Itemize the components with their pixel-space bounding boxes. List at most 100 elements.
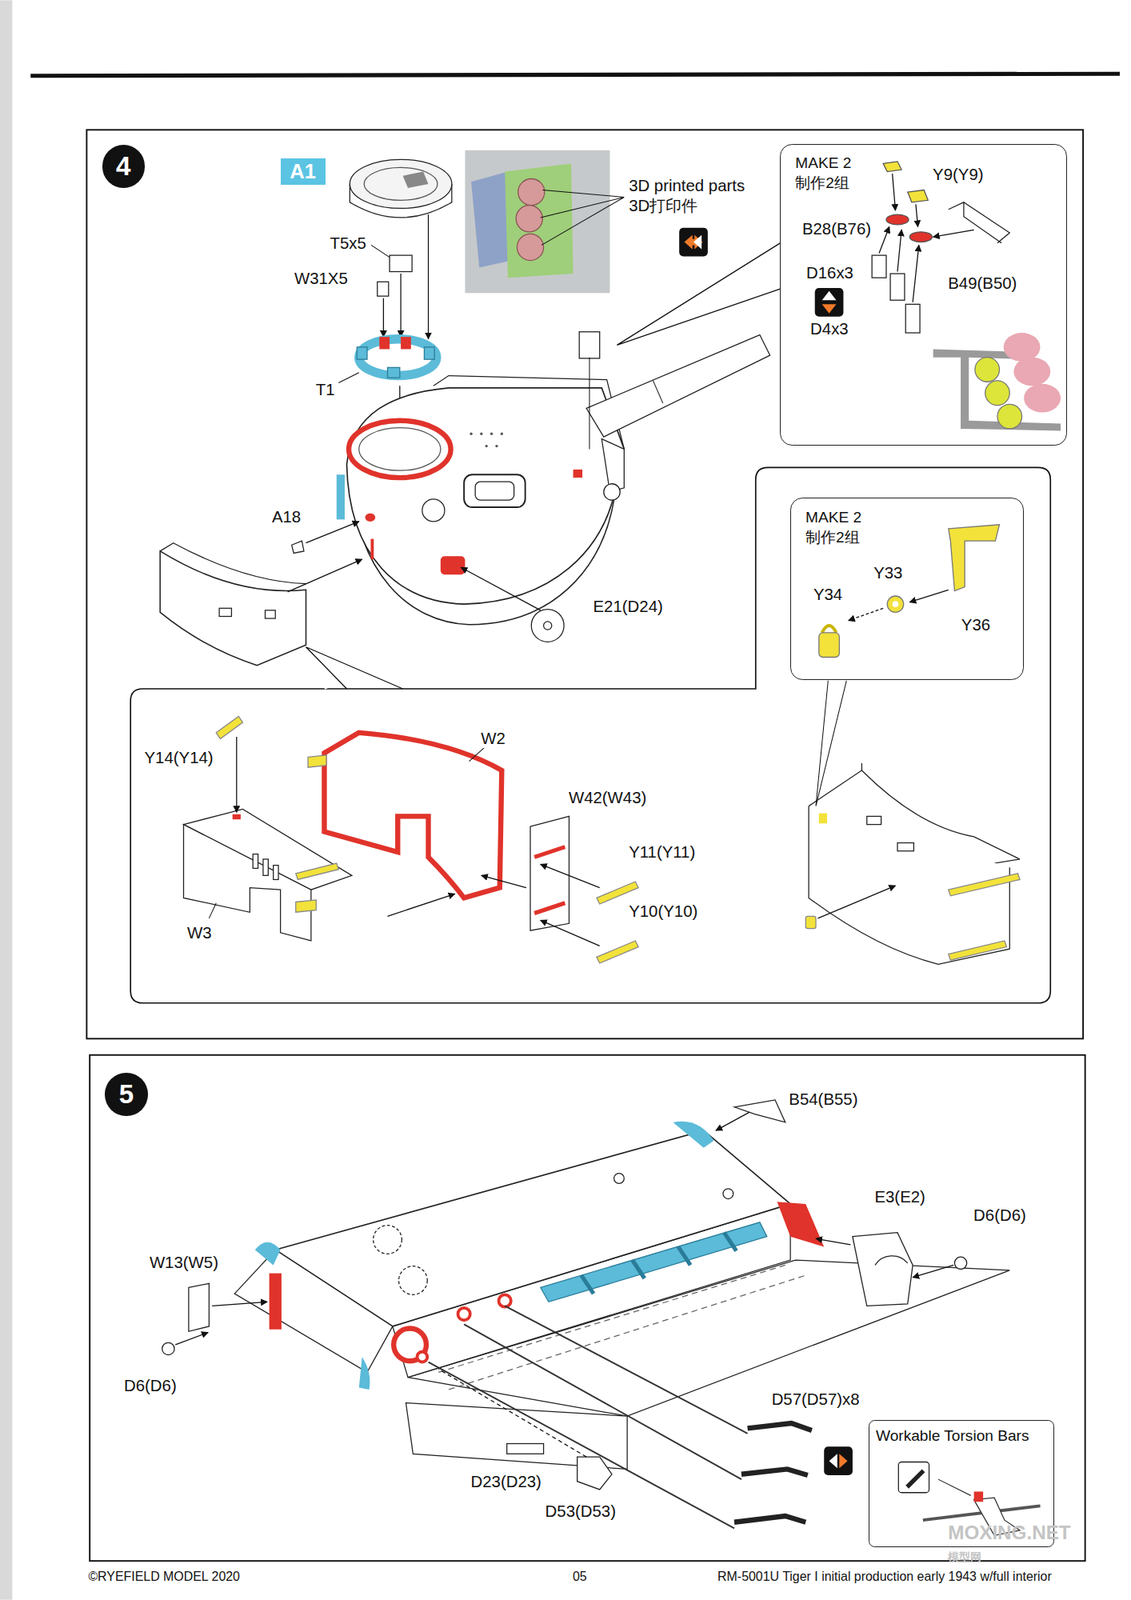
part-label: B28(B76) <box>800 219 873 239</box>
drawing-rect <box>573 469 583 478</box>
drawing-ellipse <box>349 159 452 208</box>
node-text: MAKE 2 <box>795 153 1052 174</box>
drawing-line <box>879 226 890 253</box>
drawing-path <box>359 1356 371 1390</box>
drawing-polygon <box>307 755 327 768</box>
drawing-rect <box>440 555 466 575</box>
drawing-rect <box>379 336 390 349</box>
drawing-line <box>438 1368 587 1457</box>
drawing-rect <box>475 481 514 500</box>
drawing-ellipse <box>886 214 909 225</box>
drawing-rect <box>579 331 600 359</box>
drawing-line <box>534 903 565 914</box>
drawing-circle <box>490 432 493 436</box>
part-label: W31X5 <box>292 269 350 288</box>
drawing-circle <box>416 1351 428 1363</box>
drawing-path <box>839 1453 848 1468</box>
drawing-line <box>338 372 360 384</box>
drawing-ellipse <box>1003 332 1041 362</box>
part-label: D6(D6) <box>971 1206 1028 1225</box>
drawing-line <box>818 885 896 919</box>
drawing-rect <box>269 1273 282 1330</box>
drawing-line <box>211 1301 268 1306</box>
drawing-line <box>588 357 590 450</box>
drawing-polygon <box>777 1201 825 1247</box>
step-number-text: 4 <box>115 151 131 182</box>
part-label: Y34 <box>811 585 844 604</box>
drawing-circle <box>498 1294 511 1307</box>
part-label: D53(D53) <box>543 1502 618 1521</box>
drawing-path <box>188 1282 210 1331</box>
drawing-path <box>403 171 429 188</box>
drawing-rect <box>387 367 400 378</box>
footer-text: RM-5001U Tiger I initial production earl… <box>715 1569 1054 1584</box>
drawing-circle <box>485 444 488 448</box>
part-label: 3D打印件 <box>627 196 700 216</box>
drawing-ellipse <box>348 420 452 478</box>
drawing-path <box>616 243 780 346</box>
drawing-rect <box>679 227 708 257</box>
footer-text: ©RYEFIELD MODEL 2020 <box>86 1569 242 1584</box>
drawing-path <box>822 303 837 313</box>
part-label: W42(W43) <box>567 788 648 808</box>
drawing-path <box>907 190 929 203</box>
step-number-text: 5 <box>119 1079 134 1110</box>
drawing-circle <box>422 499 445 522</box>
drawing-path <box>883 161 902 172</box>
drawing-rect <box>464 150 610 294</box>
drawing-circle <box>723 1188 734 1199</box>
part-label: W13(W5) <box>147 1253 220 1272</box>
drawing-circle <box>975 357 1000 383</box>
drawing-ellipse <box>1023 383 1061 413</box>
drawing-path <box>428 1305 748 1528</box>
drawing-polygon <box>275 1130 791 1327</box>
drawing-rect <box>897 843 914 852</box>
part-label: Y10(Y10) <box>627 902 700 921</box>
part-label: Y14(Y14) <box>143 748 216 768</box>
drawing-line <box>306 647 328 689</box>
drawing-circle <box>495 444 498 448</box>
drawing-line <box>534 847 565 858</box>
drawing-line <box>912 1264 954 1277</box>
drawing-circle <box>543 621 552 630</box>
watermark: MOXING.NET <box>946 1521 1072 1544</box>
node-text: MAKE 2 <box>805 507 1009 528</box>
drawing-ellipse <box>359 427 441 472</box>
drawing-line <box>287 559 363 592</box>
drawing-line <box>383 298 384 337</box>
drawing-line <box>427 214 429 340</box>
step-number: 5 <box>104 1072 148 1116</box>
drawing-g <box>679 227 708 257</box>
drawing-polygon <box>234 1249 393 1372</box>
part-label: Y11(Y11) <box>627 843 697 862</box>
part-label: B54(B55) <box>787 1090 860 1109</box>
drawing-path <box>747 1422 812 1431</box>
drawing-line <box>481 875 527 888</box>
drawing-line <box>815 1238 851 1245</box>
part-label: T5x5 <box>328 234 368 253</box>
drawing-circle <box>469 432 472 436</box>
drawing-path <box>875 1255 908 1266</box>
part-label: Y33 <box>871 563 904 583</box>
drawing-path <box>822 291 837 300</box>
part-label: E21(D24) <box>591 597 665 616</box>
drawing-rect <box>265 610 276 619</box>
drawing-path <box>684 235 704 250</box>
drawing-path <box>852 1232 913 1307</box>
drawing-path <box>159 551 306 666</box>
drawing-line <box>909 589 948 602</box>
drawing-rect <box>905 303 920 333</box>
drawing-path <box>905 1468 925 1488</box>
drawing-g <box>815 287 844 317</box>
drawing-rect <box>0 0 12 1599</box>
drawing-polygon <box>948 940 1008 960</box>
drawing-line <box>30 73 1120 76</box>
drawing-line <box>652 379 664 404</box>
footer-text: 05 <box>571 1569 589 1584</box>
drawing-line <box>235 736 237 812</box>
drawing-path <box>159 543 306 584</box>
drawing-rect <box>463 474 526 508</box>
drawing-rect <box>273 865 279 880</box>
drawing-rect <box>219 607 232 616</box>
